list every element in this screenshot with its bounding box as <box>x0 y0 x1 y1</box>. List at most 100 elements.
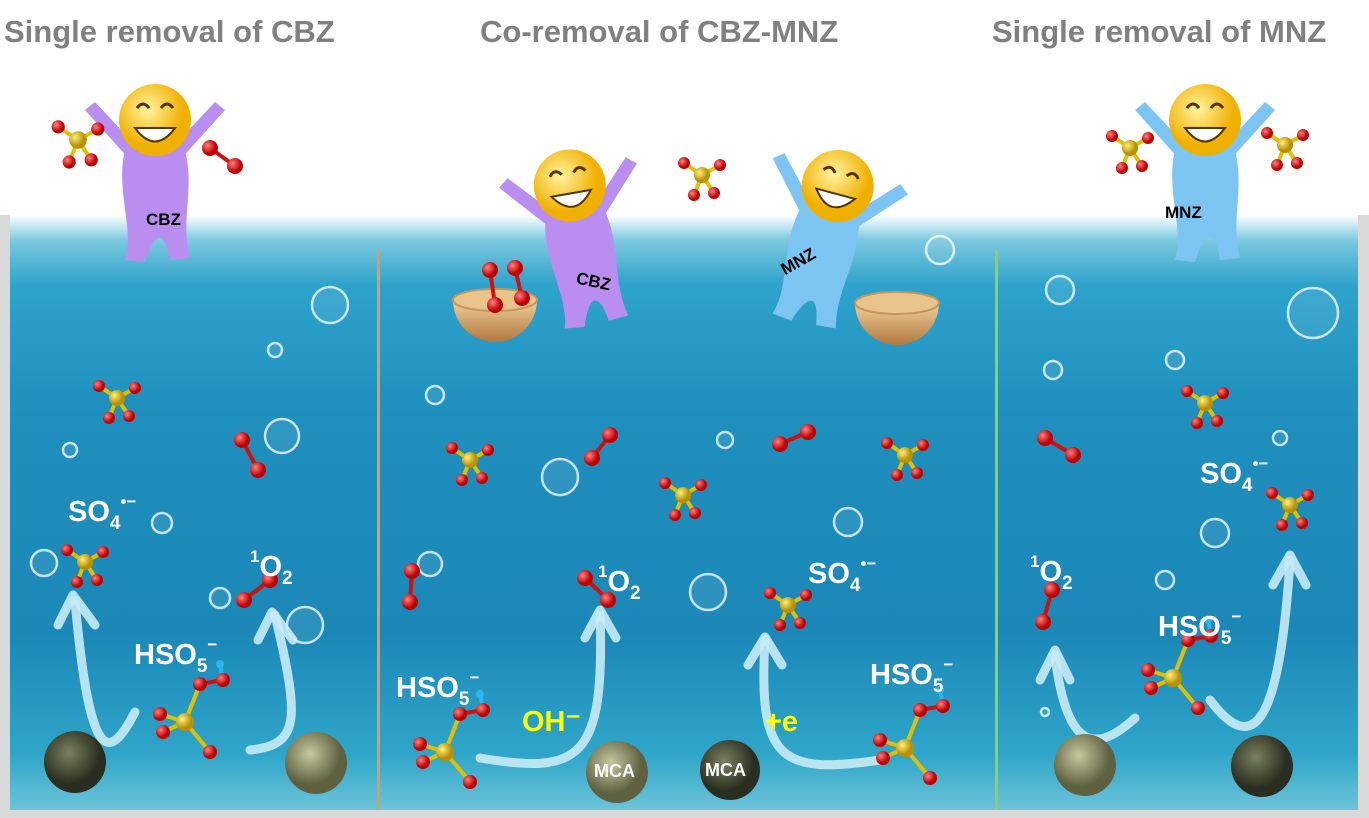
arrow-head <box>743 632 787 670</box>
mouth <box>549 188 593 208</box>
atom <box>1035 614 1051 630</box>
arrow-shaft <box>1050 650 1140 744</box>
bubble-icon <box>1044 274 1076 306</box>
atom <box>482 262 498 278</box>
label-mnz: MNZ <box>1165 203 1202 222</box>
eyes <box>822 165 860 180</box>
catalyst-sphere <box>44 731 106 793</box>
label-hso5: HSO5− <box>396 668 480 710</box>
figure-arms <box>85 102 225 160</box>
oxygen-molecule <box>234 432 266 478</box>
bubble-icon <box>1154 569 1176 591</box>
atom <box>69 131 87 149</box>
atom <box>891 469 903 481</box>
atom <box>402 594 418 610</box>
atom <box>61 544 73 556</box>
atom <box>876 751 890 765</box>
atom <box>678 157 690 169</box>
bubble-icon <box>924 234 956 266</box>
atom <box>1282 497 1298 513</box>
bubble-icon <box>1286 286 1340 340</box>
mouth <box>1183 127 1227 143</box>
catalyst-sphere <box>586 741 648 803</box>
atom <box>77 554 93 570</box>
title-co-removal: Co-removal of CBZ-MNZ <box>480 14 839 49</box>
atom <box>772 436 788 452</box>
atom <box>203 745 217 759</box>
atom <box>476 690 484 698</box>
atom <box>1261 127 1273 139</box>
atom <box>103 412 115 424</box>
atom <box>764 587 776 599</box>
label-hso5: HSO5− <box>870 655 954 697</box>
face <box>801 150 874 223</box>
atom <box>236 592 252 608</box>
bubble-icon <box>1164 349 1186 371</box>
atom <box>91 574 103 586</box>
label-so4-radical: SO4•− <box>808 554 877 596</box>
oxygen-molecule <box>402 563 420 610</box>
atom <box>482 444 494 456</box>
sulfate-molecule <box>51 120 105 169</box>
arrow-icon <box>1205 550 1311 731</box>
atom <box>600 592 616 608</box>
figure-body <box>122 150 190 262</box>
atom <box>774 619 786 631</box>
oxygen-molecule <box>202 140 243 174</box>
atom <box>1277 137 1293 153</box>
sulfate-molecule <box>1181 385 1229 429</box>
arrow-icon <box>53 590 140 747</box>
bubble-icon <box>424 384 446 406</box>
atom <box>216 660 224 668</box>
atom <box>97 546 109 558</box>
label-mca: MCA <box>705 760 746 780</box>
atom <box>91 122 105 136</box>
atom <box>62 155 76 169</box>
mouth <box>814 187 858 209</box>
atom <box>227 158 243 174</box>
arrow-head <box>1035 645 1075 685</box>
atom <box>129 382 141 394</box>
atom <box>695 479 707 491</box>
atom <box>1044 582 1060 598</box>
bubble-icon <box>310 285 350 325</box>
divider-right <box>995 250 998 810</box>
atom <box>584 450 600 466</box>
eyes <box>548 166 587 178</box>
arrow-shaft <box>475 610 606 768</box>
oxygen-molecule <box>507 260 530 306</box>
arrow-head <box>580 605 621 643</box>
peroxymonosulfate-molecule <box>1141 616 1218 715</box>
catalyst-sphere <box>285 732 347 794</box>
atom <box>476 703 490 717</box>
atom <box>1204 616 1212 624</box>
title-single-mnz: Single removal of MNZ <box>992 14 1327 49</box>
atom <box>1297 129 1309 141</box>
face-icon <box>1169 84 1241 156</box>
figure <box>499 149 637 329</box>
face-icon <box>119 84 191 156</box>
atom <box>1181 385 1193 397</box>
atom <box>1276 519 1288 531</box>
arrow-shaft <box>759 635 885 770</box>
atom <box>453 707 467 721</box>
catalyst-sphere <box>1231 735 1293 797</box>
sulfate-molecule <box>881 437 929 481</box>
bowl-rim <box>854 291 940 315</box>
figure <box>772 150 908 329</box>
arrow-head <box>53 590 100 630</box>
label-so4-radical: SO4•− <box>68 492 137 534</box>
bubble-icon <box>715 430 735 450</box>
bubble-icon <box>1039 706 1051 718</box>
atom <box>1302 489 1314 501</box>
sulfate-molecule <box>1261 127 1309 171</box>
atom <box>1122 140 1138 156</box>
atom <box>202 140 218 156</box>
atom <box>1142 132 1154 144</box>
oxygen-molecule <box>1035 582 1060 630</box>
sulfate-molecule <box>659 477 707 521</box>
bubble-icon <box>540 457 580 497</box>
figure-body <box>545 209 629 329</box>
oxygen-molecule <box>482 262 503 313</box>
